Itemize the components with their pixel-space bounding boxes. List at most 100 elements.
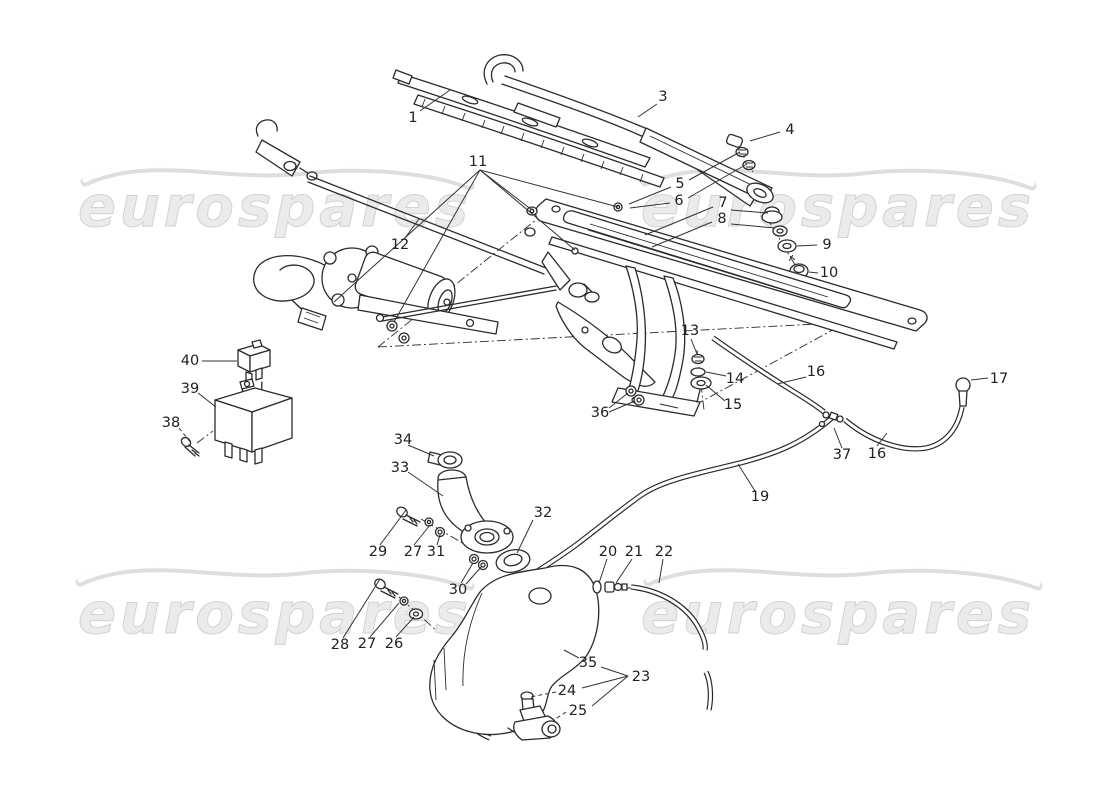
leader-line-17 xyxy=(970,377,989,381)
part-label-10: 10 xyxy=(820,265,838,281)
part-label-11: 11 xyxy=(469,154,487,170)
cap-34 xyxy=(427,451,463,469)
part-label-36: 36 xyxy=(591,405,609,421)
watermarks: eurospares eurospares eurospares eurospa… xyxy=(75,163,1043,648)
connector-21 xyxy=(604,581,628,593)
part-label-29: 29 xyxy=(369,544,387,560)
wiring-connector xyxy=(297,307,327,331)
part-label-31: 31 xyxy=(427,544,445,560)
leader-line-25 xyxy=(553,711,567,721)
leader-line-37 xyxy=(833,427,843,449)
part-label-27: 27 xyxy=(358,636,376,652)
motor-wiring xyxy=(253,255,331,302)
screw-38 xyxy=(180,436,200,457)
relay-40 xyxy=(237,339,271,383)
leader-line-29 xyxy=(379,509,407,546)
left-arm-and-linkage xyxy=(255,119,600,303)
leader-line-8 xyxy=(730,223,776,229)
leader-line-26 xyxy=(395,616,415,638)
part-label-26: 26 xyxy=(385,636,403,652)
part-label-21: 21 xyxy=(625,544,643,560)
part-label-16: 16 xyxy=(807,364,825,380)
part-label-25: 25 xyxy=(569,703,587,719)
part-label-35: 35 xyxy=(579,655,597,671)
part-label-24: 24 xyxy=(558,683,576,699)
leader-line-34 xyxy=(407,444,435,457)
leader-line-3 xyxy=(637,103,658,118)
leader-line-1 xyxy=(419,89,451,112)
part-label-13: 13 xyxy=(681,323,699,339)
leader-line-11 xyxy=(479,169,576,251)
watermark-text-top-left: eurospares xyxy=(78,175,472,240)
wiper-motor xyxy=(253,245,557,344)
arm-nut-5 xyxy=(735,146,749,158)
relays xyxy=(180,339,293,465)
part-label-9: 9 xyxy=(822,237,831,253)
part-label-14: 14 xyxy=(726,371,744,387)
leader-line-8 xyxy=(651,221,713,248)
part-label-27: 27 xyxy=(404,544,422,560)
leader-line-33 xyxy=(407,471,444,497)
leader-line-16 xyxy=(776,376,807,385)
part-label-19: 19 xyxy=(751,489,769,505)
watermark-text-bottom-right: eurospares xyxy=(641,582,1035,647)
reservoir-outlet xyxy=(528,587,552,605)
part-label-1: 1 xyxy=(408,110,417,126)
leader-line-5 xyxy=(628,186,672,205)
leader-line-6 xyxy=(629,202,671,209)
leader-line-11 xyxy=(479,169,619,208)
part-label-3: 3 xyxy=(658,89,667,105)
part-label-20: 20 xyxy=(599,544,617,560)
leader-line-7 xyxy=(730,209,769,214)
part-label-4: 4 xyxy=(785,122,794,138)
leader-line-22 xyxy=(658,558,664,584)
leader-line-7 xyxy=(644,206,714,236)
part-label-40: 40 xyxy=(181,353,199,369)
part-label-16: 16 xyxy=(868,446,886,462)
leader-line-39 xyxy=(197,392,217,408)
leader-line-28 xyxy=(342,578,381,639)
part-label-32: 32 xyxy=(534,505,552,521)
wiper-blade xyxy=(392,69,665,188)
part-label-28: 28 xyxy=(331,637,349,653)
grommet-20 xyxy=(592,580,602,594)
part-label-30: 30 xyxy=(449,582,467,598)
part-label-15: 15 xyxy=(724,397,742,413)
watermark-text-top-right: eurospares xyxy=(641,175,1035,240)
crank-arm xyxy=(541,251,571,291)
leader-line-23 xyxy=(581,675,629,689)
leader-line-21 xyxy=(615,558,633,584)
leader-line-38 xyxy=(178,427,192,444)
leader-line-13 xyxy=(690,338,698,355)
leader-line-12 xyxy=(404,218,420,239)
leader-line-15 xyxy=(705,384,726,402)
part-label-5: 5 xyxy=(675,176,684,192)
leader-line-36 xyxy=(608,400,636,413)
leader-line-24 xyxy=(529,691,557,698)
part-label-22: 22 xyxy=(655,544,673,560)
nut-13 xyxy=(691,353,705,365)
part-label-8: 8 xyxy=(717,211,726,227)
leader-line-5 xyxy=(688,151,741,181)
leader-line-30 xyxy=(465,565,483,585)
leader-line-10 xyxy=(808,271,819,274)
motor-body xyxy=(354,251,456,322)
arm-cap-4 xyxy=(725,133,744,148)
leader-line-27 xyxy=(369,602,400,638)
motor-mount-plate xyxy=(357,294,499,335)
leader-line-23 xyxy=(600,666,629,677)
leader-line-6 xyxy=(687,163,748,199)
screw-29 xyxy=(396,506,421,527)
leader-line-11 xyxy=(393,169,481,323)
part-label-38: 38 xyxy=(162,415,180,431)
part-label-34: 34 xyxy=(394,432,412,448)
part-label-7: 7 xyxy=(718,195,727,211)
leader-line-23 xyxy=(591,675,629,707)
watermark-text-bottom-left: eurospares xyxy=(78,582,472,647)
part-label-6: 6 xyxy=(674,193,683,209)
washer-pump-elbow xyxy=(396,451,531,573)
elbow-33 xyxy=(437,469,514,554)
leader-line-14 xyxy=(705,371,727,377)
